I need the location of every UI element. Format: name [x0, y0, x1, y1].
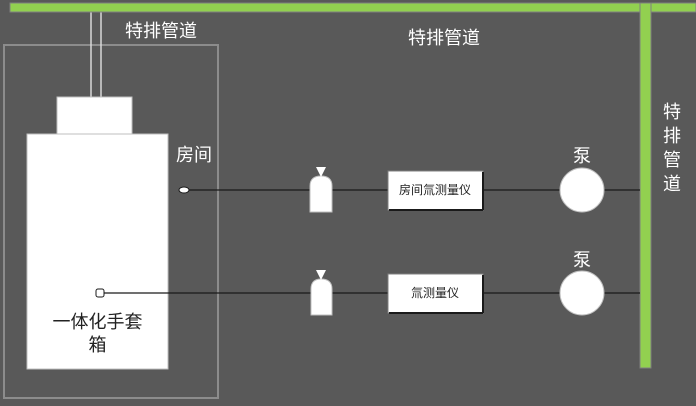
- pipe-label-right-char: 管: [663, 150, 681, 171]
- room-sampling-probe: [178, 186, 190, 194]
- pipe-label-top-center: 特排管道: [408, 28, 480, 49]
- glovebox-label-line: 一体化手套: [52, 312, 143, 333]
- room-tritium-meter-label: 房间氚测量仪: [399, 182, 471, 197]
- room-label: 房间: [176, 145, 212, 166]
- pump-top-label: 泵: [573, 146, 591, 167]
- room-tritium-meter: 房间氚测量仪: [387, 170, 484, 211]
- tritium-meter-label: 氚测量仪: [411, 286, 459, 300]
- glovebox-top-module: [56, 96, 133, 135]
- pump-bottom-label: 泵: [573, 250, 591, 271]
- pipe-label-right-char: 道: [663, 174, 681, 195]
- pipe-label-right-char: 排: [663, 126, 681, 147]
- glovebox-label-line: 箱: [88, 335, 107, 356]
- tritium-meter: 氚测量仪: [387, 273, 484, 314]
- glovebox-body: [26, 133, 169, 370]
- pipe-label-right: 特 排 管 道: [660, 101, 684, 197]
- exhaust-pipe-top: [9, 2, 696, 13]
- pipe-label-right-char: 特: [663, 102, 681, 123]
- filter-bottom: [310, 270, 333, 316]
- vent-duct: [90, 4, 102, 97]
- pump-top-icon: [559, 167, 605, 213]
- pump-bottom-icon: [559, 270, 605, 316]
- glovebox-sampling-probe: [95, 288, 105, 298]
- glovebox-label: 一体化手套 箱: [37, 311, 158, 357]
- filter-top: [309, 167, 333, 213]
- pipe-label-top-left: 特排管道: [125, 21, 197, 42]
- room-enclosure: [3, 44, 219, 399]
- exhaust-pipe-right: [639, 2, 652, 369]
